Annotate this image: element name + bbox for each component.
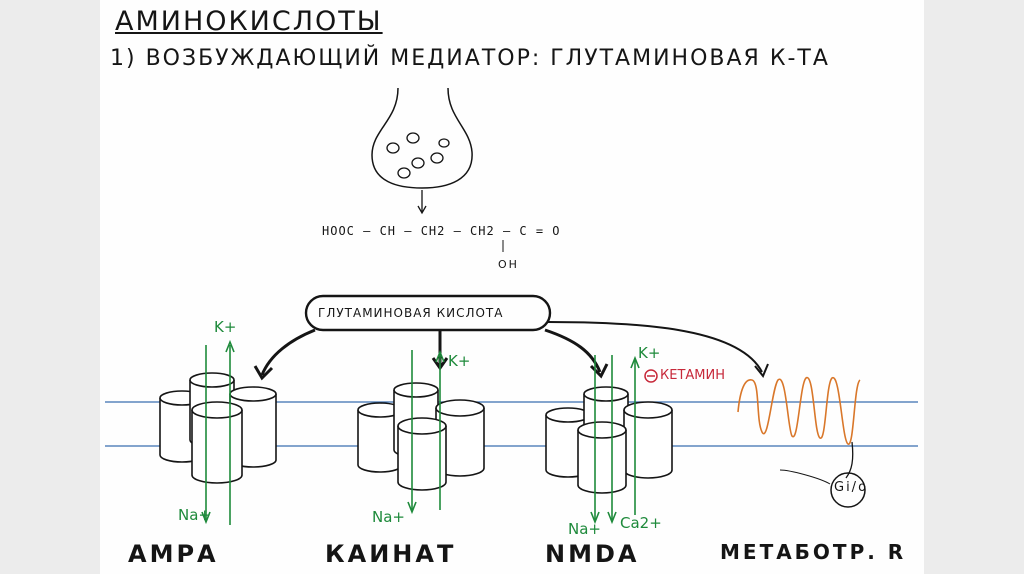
hydroxyl-label: OH [498,258,519,271]
vesicles [386,132,450,179]
arrows-to-receptors [253,321,769,381]
glutamate-bubble [304,294,552,332]
left-margin [0,0,100,574]
kainat-k-label: K+ [448,352,471,370]
receptor-label-metabotropic: МЕТАБОТР. R [720,540,907,564]
g-protein-circle [830,472,866,508]
ketamine-label: КЕТАМИН [660,368,725,383]
glutamate-formula: HOOC – CH – CH2 – CH2 – C = O [322,224,561,238]
nmda-channel [545,386,673,494]
glutamate-label: ГЛУТАМИНОВАЯ КИСЛОТА [318,306,504,320]
nmda-k-label: K+ [638,344,661,362]
metabotropic-receptor [737,377,861,445]
g-protein-label: Gi/o [834,480,869,495]
ampa-na-label: Na+ [178,506,211,524]
nmda-ca-label: Ca2+ [620,514,662,532]
kainat-na-label: Na+ [372,508,405,526]
receptor-label-kainat: КАИНАТ [325,540,457,568]
page-title: АМИНОКИСЛОТЫ [115,6,383,37]
nmda-na-label: Na+ [568,520,601,538]
right-margin [924,0,1024,574]
ion-flow-arrows [201,339,640,525]
receptor-label-nmda: NMDA [545,540,640,568]
kainate-channel [357,382,485,491]
ampa-k-label: K+ [214,318,237,336]
subtitle: 1) ВОЗБУЖДАЮЩИЙ МЕДИАТОР: ГЛУТАМИНОВАЯ К… [110,46,830,71]
receptor-label-ampa: АМРА [128,540,219,568]
ampa-channel [159,372,277,484]
presynaptic-terminal [371,87,473,189]
block-minus-icon [644,369,658,383]
